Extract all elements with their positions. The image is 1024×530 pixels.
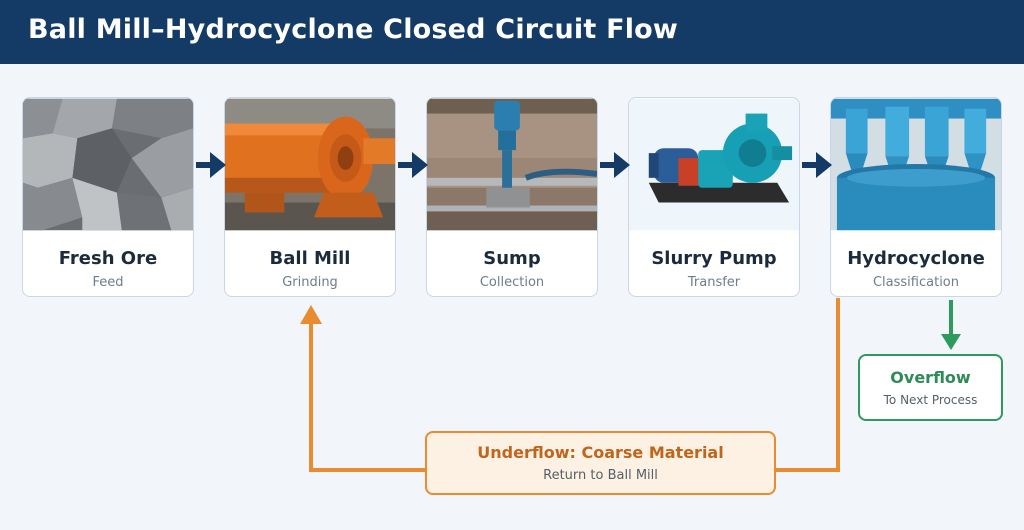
step-title: Ball Mill [269,248,351,269]
page-title: Ball Mill–Hydrocyclone Closed Circuit Fl… [28,14,679,45]
step-subtitle: Transfer [687,275,741,290]
sump-image [427,98,597,231]
underflow-box: Underflow: Coarse Material Return to Bal… [425,431,776,495]
step-title: Fresh Ore [58,248,158,269]
step-card-ball-mill: Ball Mill Grinding [224,97,396,297]
overflow-box: Overflow To Next Process [858,354,1003,421]
step-title: Sump [483,248,541,269]
step-subtitle: Grinding [282,275,338,290]
step-subtitle: Feed [92,275,124,290]
flow-arrow-icon [196,152,226,178]
underflow-line-left [309,320,425,472]
fresh-ore-image [23,98,193,231]
header-bar: Ball Mill–Hydrocyclone Closed Circuit Fl… [0,0,1024,64]
flow-arrow-icon [600,152,630,178]
underflow-arrowhead-icon [300,305,322,324]
underflow-line-right [776,298,840,472]
flow-arrow-icon [802,152,832,178]
step-subtitle: Collection [479,275,545,290]
slurry-pump-image [629,98,799,231]
underflow-subtitle: Return to Ball Mill [543,468,658,483]
step-card-slurry-pump: Slurry Pump Transfer [628,97,800,297]
hydrocyclone-image [831,98,1001,231]
overflow-subtitle: To Next Process [883,393,978,407]
ball-mill-image [225,98,395,231]
step-title: Slurry Pump [651,248,777,269]
step-title: Hydrocyclone [847,248,985,269]
step-card-hydrocyclone: Hydrocyclone Classification [830,97,1002,297]
underflow-title: Underflow: Coarse Material [477,443,724,462]
overflow-title: Overflow [890,368,971,387]
step-subtitle: Classification [872,275,960,290]
flow-arrow-icon [398,152,428,178]
step-card-fresh-ore: Fresh Ore Feed [22,97,194,297]
step-card-sump: Sump Collection [426,97,598,297]
overflow-arrowhead-icon [941,334,961,350]
